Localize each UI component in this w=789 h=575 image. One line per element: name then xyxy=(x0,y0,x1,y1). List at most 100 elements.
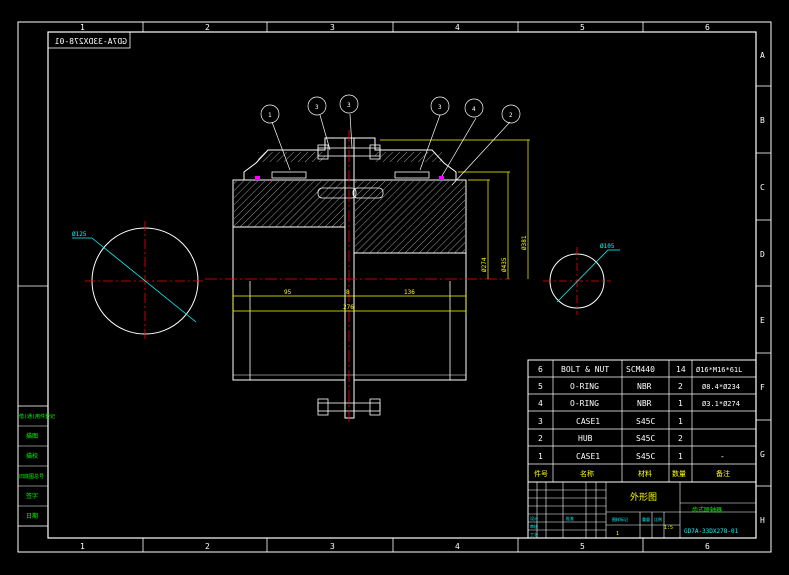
stamp-label: 签字 xyxy=(26,492,38,500)
bom-qty: 2 xyxy=(678,382,683,391)
dim-right-length: 136 xyxy=(404,289,415,296)
outer-frame xyxy=(17,21,772,553)
left-end-view: Ø125 xyxy=(72,221,205,341)
zone-ticks xyxy=(18,22,771,552)
label-scale: 比例 xyxy=(654,516,662,522)
scale-value: 1:5 xyxy=(664,525,673,531)
bom-qty: 2 xyxy=(678,434,683,443)
stamp-label: 日期 xyxy=(26,512,38,520)
stamp-label: 旧底图总号 xyxy=(19,473,44,480)
bom-material: S45C xyxy=(636,434,655,443)
stamp-label: 借(通)用件登记 xyxy=(19,413,55,420)
bom-material: SCM440 xyxy=(626,365,655,374)
label-weight: 重量 xyxy=(642,516,650,522)
drawing-number: GD7A-33DX278-01 xyxy=(684,528,739,535)
row-label: D xyxy=(760,250,765,259)
side-stamp-column: 借(通)用件登记 描图 描校 旧底图总号 签字 日期 xyxy=(17,405,55,527)
bom-header-name: 名称 xyxy=(580,469,594,478)
dim-total-length: 276 xyxy=(343,304,354,311)
balloon-label: 2 xyxy=(509,112,513,119)
inner-frame xyxy=(47,31,757,539)
row-label: G xyxy=(760,450,765,459)
center-flange xyxy=(344,137,355,419)
bom-name: O-RING xyxy=(570,382,599,391)
col-label: 3 xyxy=(330,542,335,551)
balloon-label: 3 xyxy=(315,104,319,111)
drawing-code-mirrored: GD7A-33DX278-01 xyxy=(55,37,127,46)
right-circle-dia: Ø105 xyxy=(600,243,615,250)
label-check: 审核 xyxy=(530,523,538,529)
bom-name: O-RING xyxy=(570,399,599,408)
balloon-label: 4 xyxy=(472,106,476,113)
bom-no: 1 xyxy=(538,452,543,461)
bom-header-qty: 数量 xyxy=(672,469,686,478)
bom-note: Ø16*M16*61L xyxy=(696,366,742,374)
bom-material: S45C xyxy=(636,452,655,461)
bom-qty: 1 xyxy=(678,417,683,426)
row-labels: A B C D E F G H xyxy=(760,51,765,525)
bom-qty: 1 xyxy=(678,399,683,408)
part-balloons: 1 3 3 3 4 2 xyxy=(260,94,521,186)
drawing-code-box: GD7A-33DX278-01 xyxy=(47,31,131,49)
label-design: 设计 xyxy=(530,515,538,521)
balloon-label: 3 xyxy=(438,104,442,111)
col-label: 1 xyxy=(80,23,85,32)
col-label: 1 xyxy=(80,542,85,551)
product-name: 齿式联轴器 xyxy=(692,506,722,514)
bom-header-material: 材料 xyxy=(638,469,652,478)
label-process: 工艺 xyxy=(530,532,538,537)
coupling-section-view xyxy=(205,130,510,425)
row-label: A xyxy=(760,51,765,60)
balloon-label: 1 xyxy=(268,112,272,119)
row-label: E xyxy=(760,316,765,325)
bom-note: Ø8.4*Ø234 xyxy=(702,383,740,391)
bom-material: NBR xyxy=(637,382,652,391)
label-drawing-mark: 图样标记 xyxy=(612,516,628,522)
label-approve: 批准 xyxy=(566,515,574,521)
bom-material: NBR xyxy=(637,399,652,408)
bom-no: 2 xyxy=(538,434,543,443)
col-label: 5 xyxy=(580,23,585,32)
column-labels: 1 2 3 4 5 6 1 2 3 4 5 6 xyxy=(80,23,710,551)
sheet-value: 1 xyxy=(616,531,619,537)
bom-name: BOLT & NUT xyxy=(561,365,609,374)
bom-name: HUB xyxy=(578,434,593,443)
bom-qty: 1 xyxy=(678,452,683,461)
bom-note: Ø3.1*Ø274 xyxy=(702,400,740,408)
dim-left-length: 95 xyxy=(284,289,292,296)
bom-material: S45C xyxy=(636,417,655,426)
bom-header-no: 件号 xyxy=(534,469,548,478)
left-circle-dia: Ø125 xyxy=(72,231,87,238)
bom-no: 3 xyxy=(538,417,543,426)
col-label: 5 xyxy=(580,542,585,551)
col-label: 3 xyxy=(330,23,335,32)
col-label: 2 xyxy=(205,542,210,551)
dim-hub-dia: Ø274 xyxy=(481,257,488,272)
col-label: 4 xyxy=(455,23,460,32)
col-label: 4 xyxy=(455,542,460,551)
balloon-label: 3 xyxy=(347,102,351,109)
row-label: F xyxy=(760,383,765,392)
title-text: 外形图 xyxy=(630,491,657,503)
col-label: 2 xyxy=(205,23,210,32)
stamp-label: 描校 xyxy=(26,452,38,460)
bom-no: 4 xyxy=(538,399,543,408)
bom-note: - xyxy=(720,452,725,461)
bom-qty: 14 xyxy=(676,365,686,374)
col-label: 6 xyxy=(705,542,710,551)
bom-name: CASE1 xyxy=(576,452,600,461)
stamp-label: 描图 xyxy=(26,432,38,440)
dim-bore-dia: Ø381 xyxy=(521,235,528,250)
title-block: 外形图 齿式联轴器 GD7A-33DX278-01 图样标记 重量 比例 1:5… xyxy=(527,481,757,539)
dim-flange-dia: Ø435 xyxy=(501,257,508,272)
col-label: 6 xyxy=(705,23,710,32)
bom-table: 6 BOLT & NUT SCM440 14 Ø16*M16*61L 5 O-R… xyxy=(527,359,757,483)
bom-no: 5 xyxy=(538,382,543,391)
dim-gap: 8 xyxy=(346,289,350,296)
row-label: C xyxy=(760,183,765,192)
row-label: H xyxy=(760,516,765,525)
row-label: B xyxy=(760,116,765,125)
dimensions xyxy=(232,139,530,315)
bom-name: CASE1 xyxy=(576,417,600,426)
